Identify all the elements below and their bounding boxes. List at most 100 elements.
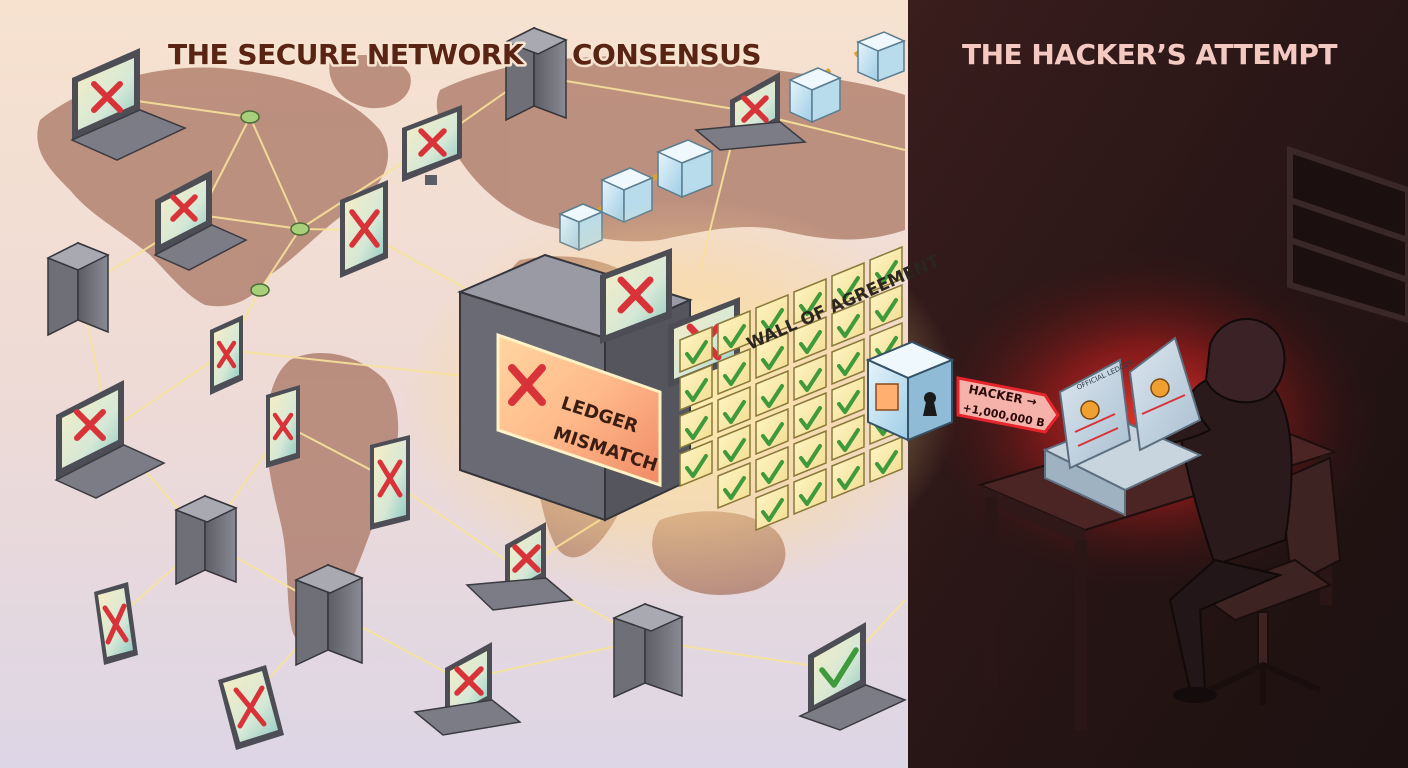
check-mark-icon bbox=[761, 422, 784, 446]
check-mark-icon bbox=[837, 428, 860, 452]
server-top bbox=[611, 603, 685, 632]
x-mark-icon bbox=[377, 459, 403, 498]
server-node bbox=[504, 26, 568, 122]
x-mark-icon bbox=[233, 685, 267, 729]
server-top bbox=[504, 27, 568, 55]
monitor-node bbox=[340, 180, 388, 278]
bitcoin-icon bbox=[1150, 378, 1170, 398]
server-node bbox=[294, 563, 364, 667]
node-dot bbox=[240, 110, 260, 124]
check-mark-icon bbox=[837, 390, 860, 414]
laptop-base bbox=[465, 577, 574, 611]
check-mark-icon bbox=[761, 308, 784, 332]
window-frame bbox=[1287, 145, 1408, 324]
check-mark-icon bbox=[723, 438, 746, 462]
laptop-base bbox=[70, 109, 187, 161]
laptop-base bbox=[54, 444, 166, 499]
link bbox=[249, 116, 301, 230]
block-cube bbox=[656, 139, 714, 199]
chair-base bbox=[1208, 661, 1322, 705]
link bbox=[109, 349, 229, 431]
desk-front bbox=[980, 485, 1085, 545]
agreement-tile bbox=[717, 309, 751, 358]
laptop-base bbox=[153, 224, 248, 271]
tablet-node bbox=[218, 665, 284, 750]
laptop-node bbox=[54, 380, 166, 499]
agreement-tile bbox=[831, 299, 865, 348]
agreement-tile bbox=[831, 375, 865, 424]
check-mark-icon bbox=[761, 460, 784, 484]
consensus-title: CONSENSUS bbox=[572, 38, 761, 71]
hacker-scene: OFFICIAL LEDGER HACKER → +1,000,000 B bbox=[865, 145, 1408, 730]
check-mark-icon bbox=[799, 406, 822, 430]
tamper-mark bbox=[1074, 413, 1116, 433]
laptop-display bbox=[814, 632, 860, 705]
tablet-node bbox=[210, 315, 243, 395]
laptop-node bbox=[70, 48, 187, 161]
agreement-tile bbox=[869, 435, 903, 484]
check-mark-icon bbox=[819, 647, 859, 688]
cube-side bbox=[877, 39, 905, 83]
window-slat bbox=[1289, 197, 1408, 243]
tamper-mark bbox=[1077, 427, 1119, 447]
locked-block bbox=[865, 340, 955, 442]
agreement-tile bbox=[755, 293, 789, 342]
agreement-tile bbox=[717, 461, 751, 510]
tampered-lines bbox=[1074, 394, 1186, 447]
hackers-attempt-title: THE HACKER’S ATTEMPT bbox=[962, 38, 1337, 71]
office-chair bbox=[1197, 456, 1342, 705]
check-mark-icon bbox=[723, 400, 746, 424]
check-mark-icon bbox=[837, 314, 860, 338]
server-node bbox=[46, 241, 110, 337]
x-mark-icon bbox=[418, 128, 447, 157]
desk-leg bbox=[1075, 540, 1087, 730]
network-dots bbox=[240, 110, 310, 297]
x-mark-icon bbox=[349, 209, 380, 248]
agreement-tile bbox=[755, 369, 789, 418]
agreement-tile bbox=[755, 407, 789, 456]
consensus-server-cluster: LEDGER MISMATCH bbox=[457, 248, 740, 522]
node-dot bbox=[290, 222, 310, 236]
agreement-tile bbox=[755, 483, 789, 532]
check-mark-icon bbox=[761, 384, 784, 408]
check-mark-icon bbox=[723, 324, 746, 348]
laptop-node bbox=[798, 622, 907, 731]
x-mark-icon bbox=[170, 194, 198, 222]
check-mark-icon bbox=[837, 466, 860, 490]
server-top bbox=[174, 495, 238, 523]
agreement-tile bbox=[717, 385, 751, 434]
agreement-tile bbox=[755, 445, 789, 494]
server-top bbox=[294, 564, 364, 594]
agreement-tile bbox=[831, 261, 865, 310]
check-mark-icon bbox=[723, 476, 746, 500]
fake-ledger-book: OFFICIAL LEDGER bbox=[1042, 336, 1203, 517]
continent-greenland bbox=[329, 55, 411, 109]
keyhole-icon bbox=[924, 392, 936, 404]
check-mark-icon bbox=[799, 368, 822, 392]
monitor-node bbox=[402, 105, 462, 185]
node-dot bbox=[250, 283, 270, 297]
agreement-tile bbox=[831, 413, 865, 462]
link bbox=[199, 214, 301, 230]
agreement-tile bbox=[717, 423, 751, 472]
laptop-base bbox=[413, 699, 522, 736]
check-mark-icon bbox=[837, 276, 860, 300]
tablet-node bbox=[370, 435, 410, 530]
agreement-tile bbox=[869, 283, 903, 332]
agreement-tile bbox=[793, 429, 827, 478]
chair-post bbox=[1257, 611, 1269, 668]
hacker-hood bbox=[1204, 318, 1286, 404]
check-mark-icon bbox=[799, 444, 822, 468]
agreement-tile bbox=[793, 315, 827, 364]
check-mark-icon bbox=[799, 292, 822, 316]
laptop-node bbox=[694, 72, 807, 151]
laptop-base bbox=[694, 121, 807, 151]
keyhole-slot bbox=[923, 402, 937, 416]
agreement-tile bbox=[793, 467, 827, 516]
check-mark-icon bbox=[875, 450, 898, 474]
book-stack-side bbox=[1044, 448, 1126, 517]
x-mark-icon bbox=[74, 409, 106, 441]
agreement-tile bbox=[717, 347, 751, 396]
agreement-tile bbox=[793, 391, 827, 440]
